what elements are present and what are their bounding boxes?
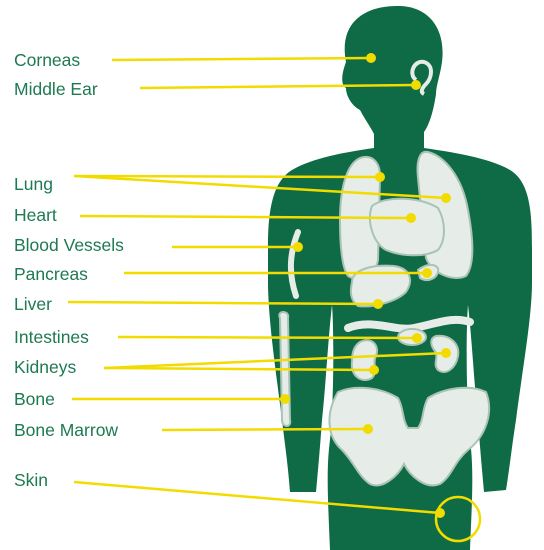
dot-skin — [435, 508, 445, 518]
label-bone: Bone — [14, 389, 55, 409]
label-middle-ear: Middle Ear — [14, 79, 98, 99]
dot-kidneys-left — [369, 365, 379, 375]
label-corneas: Corneas — [14, 50, 80, 70]
leader-intestines — [118, 337, 417, 338]
label-bone-marrow: Bone Marrow — [14, 420, 118, 440]
dot-lung-right — [441, 193, 451, 203]
dot-lung-left — [375, 172, 385, 182]
dot-kidneys-right — [441, 348, 451, 358]
label-lung: Lung — [14, 174, 53, 194]
leader-lung-left — [74, 176, 380, 177]
dot-middle-ear — [411, 80, 421, 90]
dot-blood-vessels — [293, 242, 303, 252]
label-blood-vessels: Blood Vessels — [14, 235, 124, 255]
dot-bone — [280, 394, 290, 404]
leader-bone-marrow — [162, 429, 368, 430]
label-skin: Skin — [14, 470, 48, 490]
dot-pancreas — [422, 268, 432, 278]
dot-corneas — [366, 53, 376, 63]
dot-intestines — [412, 333, 422, 343]
dot-bone-marrow — [363, 424, 373, 434]
leader-corneas — [112, 58, 371, 60]
label-kidneys: Kidneys — [14, 357, 76, 377]
label-pancreas: Pancreas — [14, 264, 88, 284]
dot-heart — [406, 213, 416, 223]
heart — [370, 199, 444, 256]
label-liver: Liver — [14, 294, 52, 314]
label-heart: Heart — [14, 205, 57, 225]
dot-liver — [373, 299, 383, 309]
label-intestines: Intestines — [14, 327, 89, 347]
